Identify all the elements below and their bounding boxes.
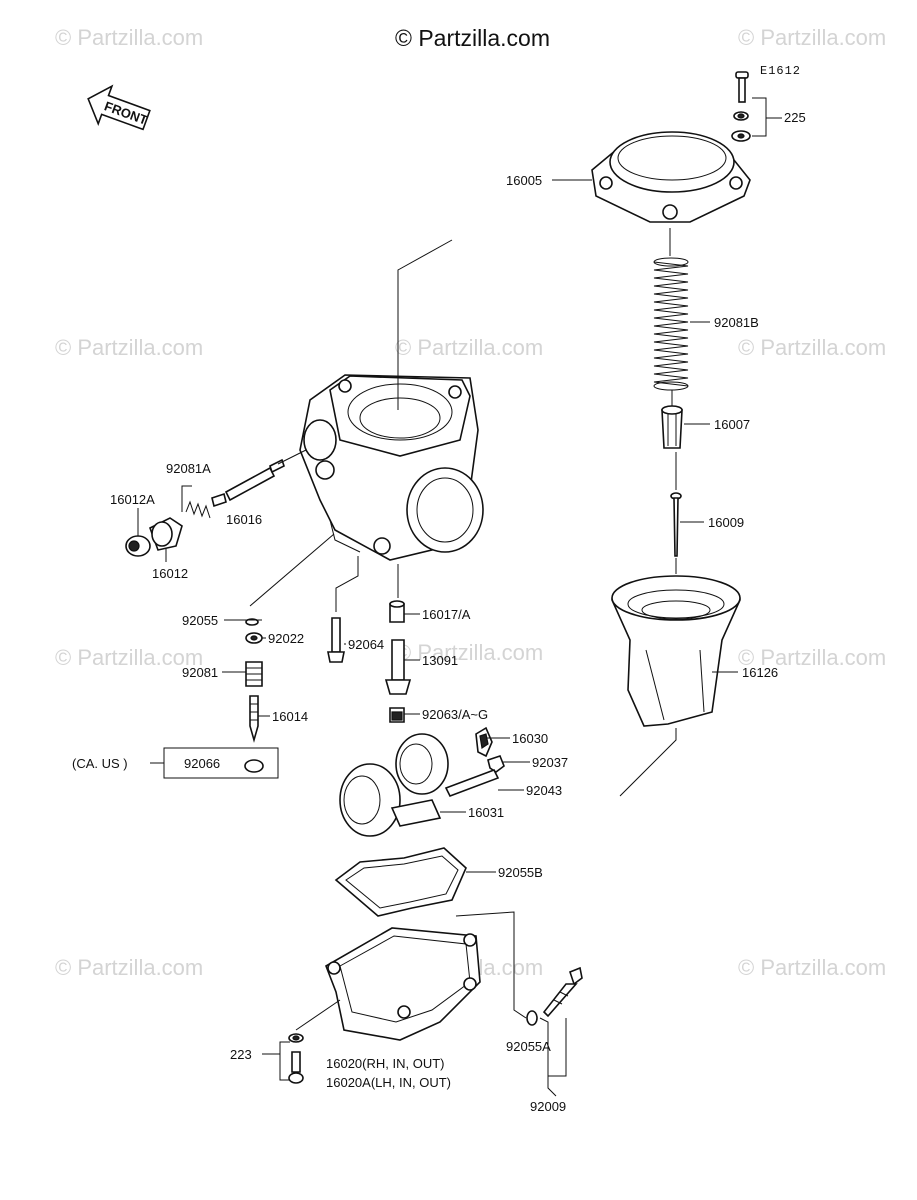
washer-92022 xyxy=(245,632,263,644)
clip-92037 xyxy=(487,755,505,773)
label-92055A: 92055A xyxy=(506,1039,551,1054)
label-16012: 16012 xyxy=(152,566,188,581)
watermark: © Partzilla.com xyxy=(55,335,203,360)
needle-jet-16017 xyxy=(389,600,405,623)
float-valve-16030 xyxy=(475,726,493,758)
label-92081B: 92081B xyxy=(714,315,759,330)
label-92009: 92009 xyxy=(530,1099,566,1114)
label-92081: 92081 xyxy=(182,665,218,680)
gasket-92055B xyxy=(334,847,467,917)
watermark: © Partzilla.com xyxy=(738,25,886,50)
label-92066: 92066 xyxy=(184,756,220,771)
part-labels: 225 16005 92081B 16007 16009 16126 92081… xyxy=(72,110,806,1114)
label-16126: 16126 xyxy=(742,665,778,680)
float-bowl-16020 xyxy=(325,927,481,1041)
spring-92081A xyxy=(185,500,211,519)
label-16031: 16031 xyxy=(468,805,504,820)
label-16020A: 16020A(LH, IN, OUT) xyxy=(326,1075,451,1090)
watermark: © Partzilla.com xyxy=(395,640,543,665)
label-16014: 16014 xyxy=(272,709,308,724)
label-16009: 16009 xyxy=(708,515,744,530)
label-92037: 92037 xyxy=(532,755,568,770)
watermark: © Partzilla.com xyxy=(55,955,203,980)
leader-lines xyxy=(137,97,782,1097)
spring-92081 xyxy=(245,661,263,687)
label-92043: 92043 xyxy=(526,783,562,798)
label-92055B: 92055B xyxy=(498,865,543,880)
carburetor-body xyxy=(299,374,484,561)
pin-92043 xyxy=(444,768,500,798)
jet-needle-16009 xyxy=(670,492,682,557)
label-16005: 16005 xyxy=(506,173,542,188)
watermark: © Partzilla.com xyxy=(395,335,543,360)
label-16020: 16020(RH, IN, OUT) xyxy=(326,1056,444,1071)
label-225: 225 xyxy=(784,110,806,125)
main-jet-92063 xyxy=(389,707,405,723)
copyright-text: © Partzilla.com xyxy=(395,25,550,51)
watermark: © Partzilla.com xyxy=(55,645,203,670)
cap-16012A xyxy=(125,535,151,557)
label-16030: 16030 xyxy=(512,731,548,746)
plug-16012 xyxy=(149,517,183,551)
label-ca-us: (CA. US ) xyxy=(72,756,128,771)
screw-16014 xyxy=(249,695,259,743)
drain-screw-92009 xyxy=(542,966,583,1018)
watermark: © Partzilla.com xyxy=(738,335,886,360)
float-16031 xyxy=(339,733,449,837)
needle-holder-16007 xyxy=(661,405,683,449)
watermark: © Partzilla.com xyxy=(738,955,886,980)
vacuum-piston-16126 xyxy=(611,575,741,727)
diagram-code: E1612 xyxy=(760,64,801,78)
watermark: © Partzilla.com xyxy=(738,645,886,670)
front-arrow: FRONT xyxy=(87,84,151,131)
label-92081A: 92081A xyxy=(166,461,211,476)
watermark: © Partzilla.com xyxy=(55,25,203,50)
needle-jet-holder-13091 xyxy=(384,639,412,695)
label-16017A: 16017/A xyxy=(422,607,471,622)
label-92063: 92063/A~G xyxy=(422,707,488,722)
mixture-screw-16016 xyxy=(211,458,285,508)
top-cover-16005 xyxy=(591,131,751,223)
label-92022: 92022 xyxy=(268,631,304,646)
screw-225 xyxy=(731,71,751,142)
o-ring-92055A xyxy=(526,1010,538,1026)
screw-223 xyxy=(288,1033,304,1084)
label-16007: 16007 xyxy=(714,417,750,432)
label-16012A: 16012A xyxy=(110,492,155,507)
label-13091: 13091 xyxy=(422,653,458,668)
label-223: 223 xyxy=(230,1047,252,1062)
label-16016: 16016 xyxy=(226,512,262,527)
cap-92066 xyxy=(244,759,264,773)
spring-92081B xyxy=(653,257,689,391)
label-92064: 92064 xyxy=(348,637,384,652)
label-92055: 92055 xyxy=(182,613,218,628)
bolt-92064 xyxy=(327,617,345,663)
